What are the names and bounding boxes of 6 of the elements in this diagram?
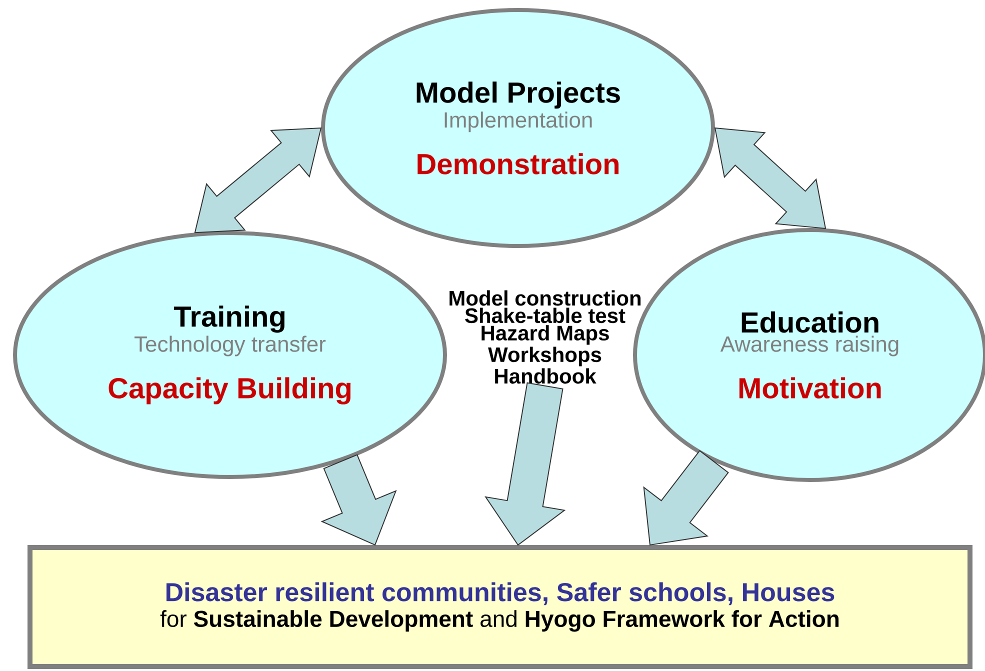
ellipse-node: Model Projects Implementation Demonstration [321,8,715,248]
result-box: Disaster resilient communities, Safer schools, Houses for Sustainable Development and Hyogo Framework for Action [28,544,972,669]
block-arrow [643,450,729,546]
block-arrow [320,454,397,546]
block-arrow [484,382,566,546]
ellipse-node: Training Technology transfer Capacity Building [13,230,447,479]
